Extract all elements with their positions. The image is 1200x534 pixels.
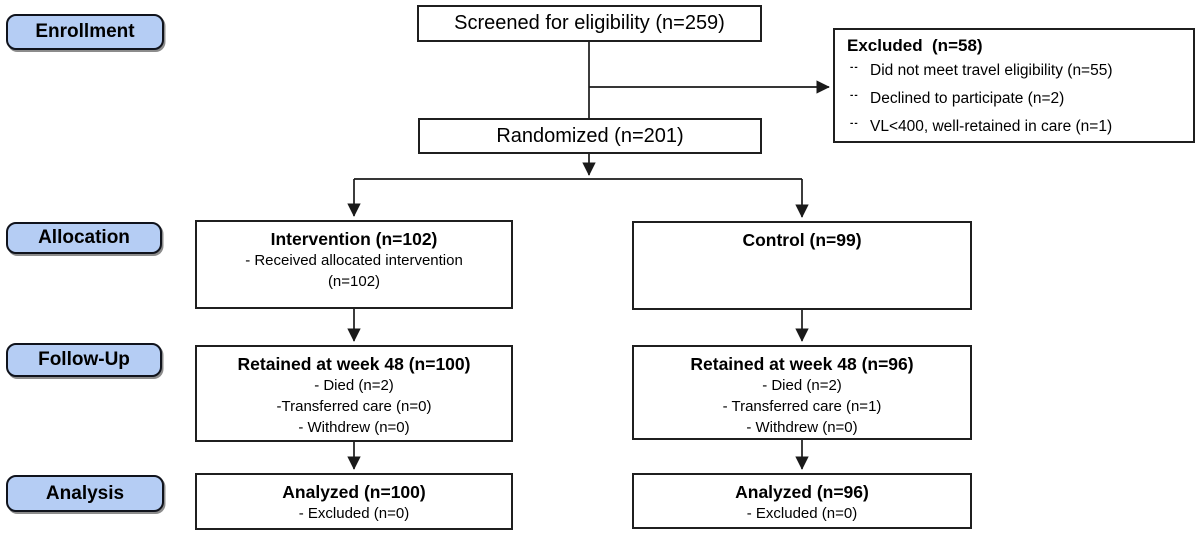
retained-intervention-line: -Transferred care (n=0)	[276, 398, 432, 415]
analyzed-control-title: Analyzed (n=96)	[735, 482, 869, 502]
analyzed-intervention-box: Analyzed (n=100) - Excluded (n=0)	[195, 473, 513, 530]
excluded-item-text: VL<400, well-retained in care (n=1)	[870, 118, 1113, 135]
screened-box: Screened for eligibility (n=259)	[417, 5, 762, 42]
retained-intervention-box: Retained at week 48 (n=100) - Died (n=2)…	[195, 345, 513, 442]
randomized-box: Randomized (n=201)	[418, 118, 762, 154]
excluded-title: Excluded (n=58)	[847, 36, 983, 55]
control-title: Control (n=99)	[742, 230, 862, 250]
stage-label-enrollment: Enrollment	[6, 14, 164, 50]
stage-label-analysis: Analysis	[6, 475, 164, 512]
analyzed-control-line: - Excluded (n=0)	[746, 505, 858, 522]
intervention-line: - Received allocated intervention	[245, 252, 463, 269]
retained-intervention-line: - Died (n=2)	[314, 377, 394, 394]
stage-label-text: Enrollment	[35, 21, 135, 42]
analyzed-intervention-line: - Excluded (n=0)	[298, 505, 410, 522]
stage-label-follow-up: Follow-Up	[6, 343, 162, 377]
excluded-item: -- Declined to participate (n=2)	[847, 86, 1183, 114]
retained-intervention-line: - Withdrew (n=0)	[298, 419, 410, 436]
stage-label-text: Allocation	[38, 227, 130, 248]
control-box: Control (n=99)	[632, 221, 972, 310]
excluded-item: -- VL<400, well-retained in care (n=1)	[847, 114, 1183, 142]
retained-control-title: Retained at week 48 (n=96)	[690, 354, 914, 374]
double-dash-bullet-icon: --	[850, 62, 859, 73]
analyzed-intervention-title: Analyzed (n=100)	[282, 482, 426, 502]
double-dash-bullet-icon: --	[850, 90, 859, 101]
screened-title: Screened for eligibility (n=259)	[454, 12, 725, 34]
retained-control-line: - Transferred care (n=1)	[722, 398, 882, 415]
retained-control-line: - Withdrew (n=0)	[746, 419, 858, 436]
excluded-box: Excluded (n=58) -- Did not meet travel el…	[833, 28, 1195, 143]
excluded-item: -- Did not meet travel eligibility (n=55)	[847, 58, 1183, 86]
intervention-box: Intervention (n=102) - Received allocate…	[195, 220, 513, 309]
excluded-item-text: Did not meet travel eligibility (n=55)	[870, 62, 1113, 79]
intervention-line: (n=102)	[327, 273, 381, 290]
intervention-title: Intervention (n=102)	[270, 229, 438, 249]
double-dash-bullet-icon: --	[850, 118, 859, 129]
retained-control-line: - Died (n=2)	[762, 377, 842, 394]
retained-control-box: Retained at week 48 (n=96) - Died (n=2) …	[632, 345, 972, 440]
excluded-item-text: Declined to participate (n=2)	[870, 90, 1065, 107]
analyzed-control-box: Analyzed (n=96) - Excluded (n=0)	[632, 473, 972, 529]
stage-label-text: Analysis	[45, 482, 125, 504]
stage-label-allocation: Allocation	[6, 222, 162, 254]
retained-intervention-title: Retained at week 48 (n=100)	[237, 354, 471, 374]
randomized-title: Randomized (n=201)	[496, 124, 684, 147]
stage-label-text: Follow-Up	[38, 349, 130, 370]
